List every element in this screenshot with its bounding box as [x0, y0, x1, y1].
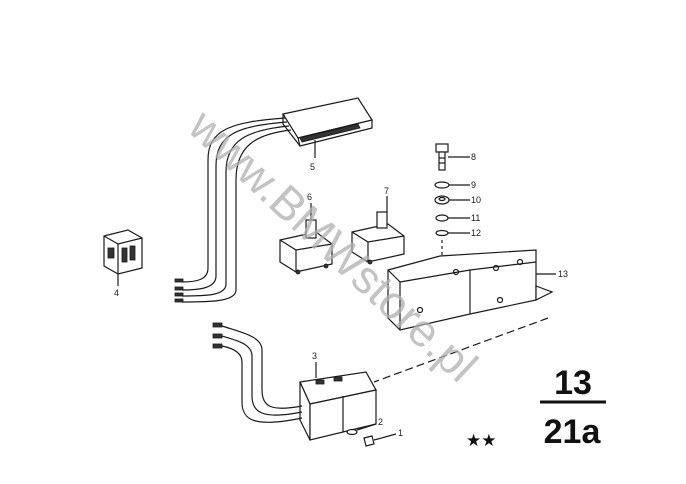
callout-9: 9: [471, 180, 476, 190]
callout-4: 4: [114, 288, 119, 298]
callout-1: 1: [398, 428, 403, 438]
part-1-screw: [363, 433, 397, 447]
stars-mark: ★★: [466, 431, 496, 450]
part-4-connector-block: [103, 229, 143, 286]
group-label: 13 21a: [540, 364, 606, 451]
callout-7: 7: [384, 186, 389, 196]
callout-13: 13: [558, 269, 568, 279]
group-sub-number: 21a: [544, 413, 602, 451]
part-12-washer: [435, 229, 470, 237]
watermark-text: www.BMWstore.pl: [178, 99, 487, 392]
part-9-washer: [434, 181, 470, 189]
part-6-relay: [279, 203, 333, 275]
part-10-nut: [434, 195, 470, 205]
part-2-washer: [346, 423, 377, 436]
part-8-bolt: [435, 143, 470, 171]
lower-wire-terminals: [212, 322, 223, 349]
part-7-relay: [351, 196, 405, 265]
part-13-bracket: [387, 249, 556, 331]
group-main-number: 13: [554, 364, 592, 402]
callout-6: 6: [307, 192, 312, 202]
callout-3: 3: [312, 351, 317, 361]
callout-5: 5: [310, 162, 315, 172]
callout-12: 12: [471, 228, 481, 238]
harness-terminals: [174, 278, 184, 303]
part-5-connector-harness: [174, 97, 373, 303]
callout-2: 2: [378, 417, 383, 427]
part-11-spring-washer: [435, 214, 470, 222]
callout-11: 11: [471, 213, 480, 223]
callout-10: 10: [471, 195, 481, 205]
part-3-connector-harness: [212, 322, 377, 441]
callout-8: 8: [471, 152, 476, 162]
